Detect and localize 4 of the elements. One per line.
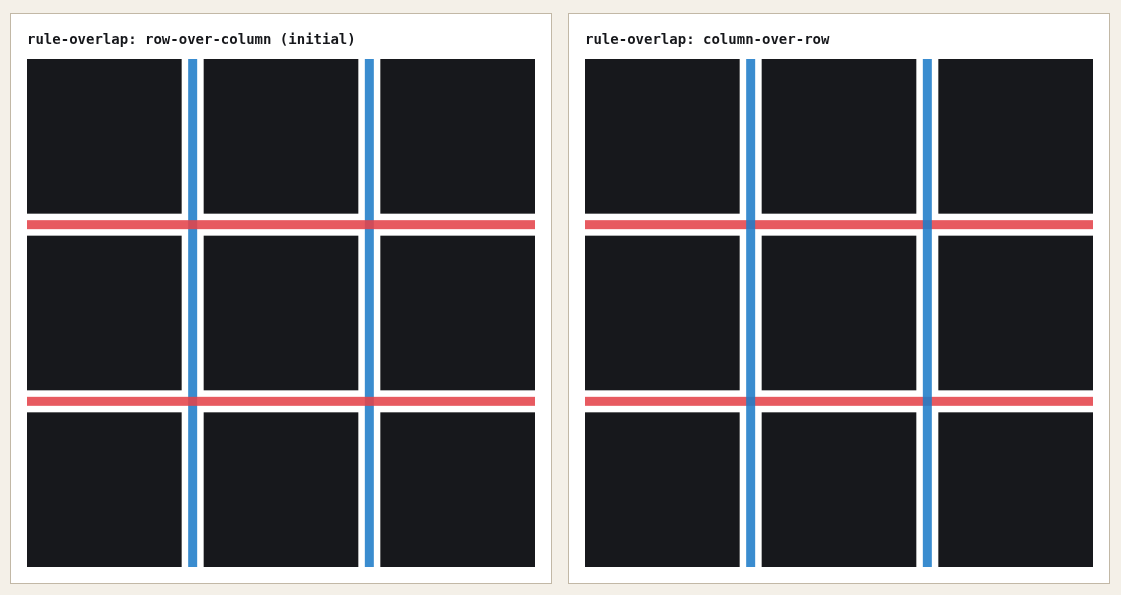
panel-title: rule-overlap: column-over-row [585,30,830,48]
panel [568,13,1110,584]
panel [10,13,552,584]
panel-title: rule-overlap: row-over-column (initial) [27,30,356,48]
